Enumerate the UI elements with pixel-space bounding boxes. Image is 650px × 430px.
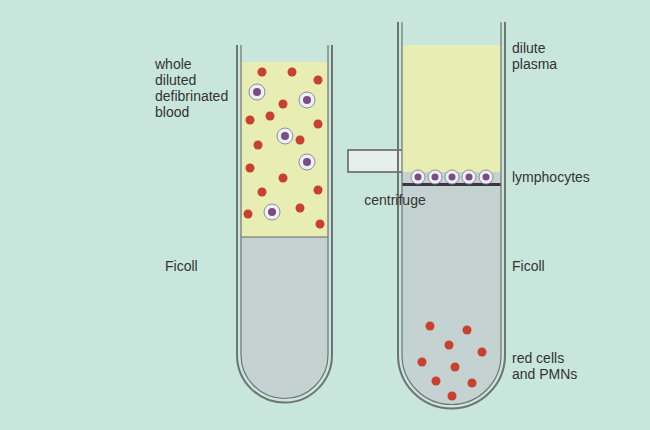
red-cells [244,68,325,229]
layer-label: Ficoll [165,258,198,274]
lymphocyte-layer [411,170,493,184]
sedimented-red-cells [418,322,487,401]
right-tube-contents [396,45,508,422]
step-label: centrifuge [364,192,425,208]
layer-label: lymphocytes [512,169,590,185]
layer-label: Ficoll [512,258,545,274]
layer-label: red cells and PMNs [512,350,584,382]
layer-label: dilute plasma [512,40,576,72]
left-tube-contents [235,62,335,417]
sample-label: whole diluted defibrinated blood [155,56,233,120]
lymphocyte-cells [249,84,315,220]
left-test-tube [237,45,332,403]
right-test-tube [398,22,505,409]
